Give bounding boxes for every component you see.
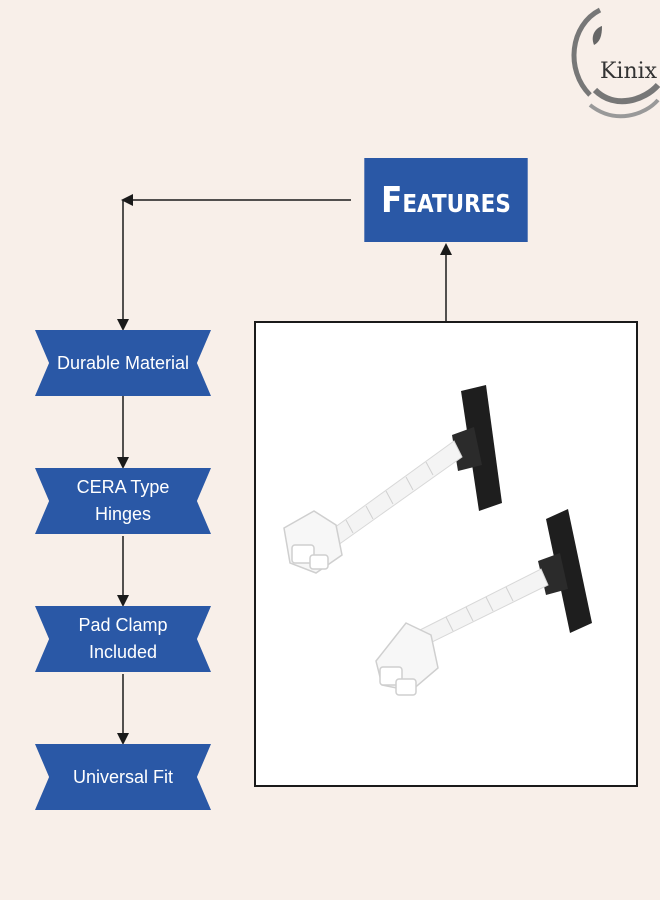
brand-logo-icon: Kinix — [571, 7, 660, 119]
hinge-bolt-1 — [283, 385, 502, 574]
logo-text: Kinix — [600, 59, 658, 84]
features-title: Features — [364, 158, 528, 242]
feature-banner-universal-fit: Universal Fit — [35, 744, 211, 810]
feature-banner-durable-material: Durable Material — [35, 330, 211, 396]
hinge-bolts-photo-icon — [283, 385, 592, 696]
hinge-bolt-2 — [375, 509, 592, 696]
feature-banner-pad-clamp-included: Pad Clamp Included — [35, 606, 211, 672]
feature-banner-cera-type-hinges: CERA Type Hinges — [35, 468, 211, 534]
product-image-frame — [254, 321, 638, 787]
